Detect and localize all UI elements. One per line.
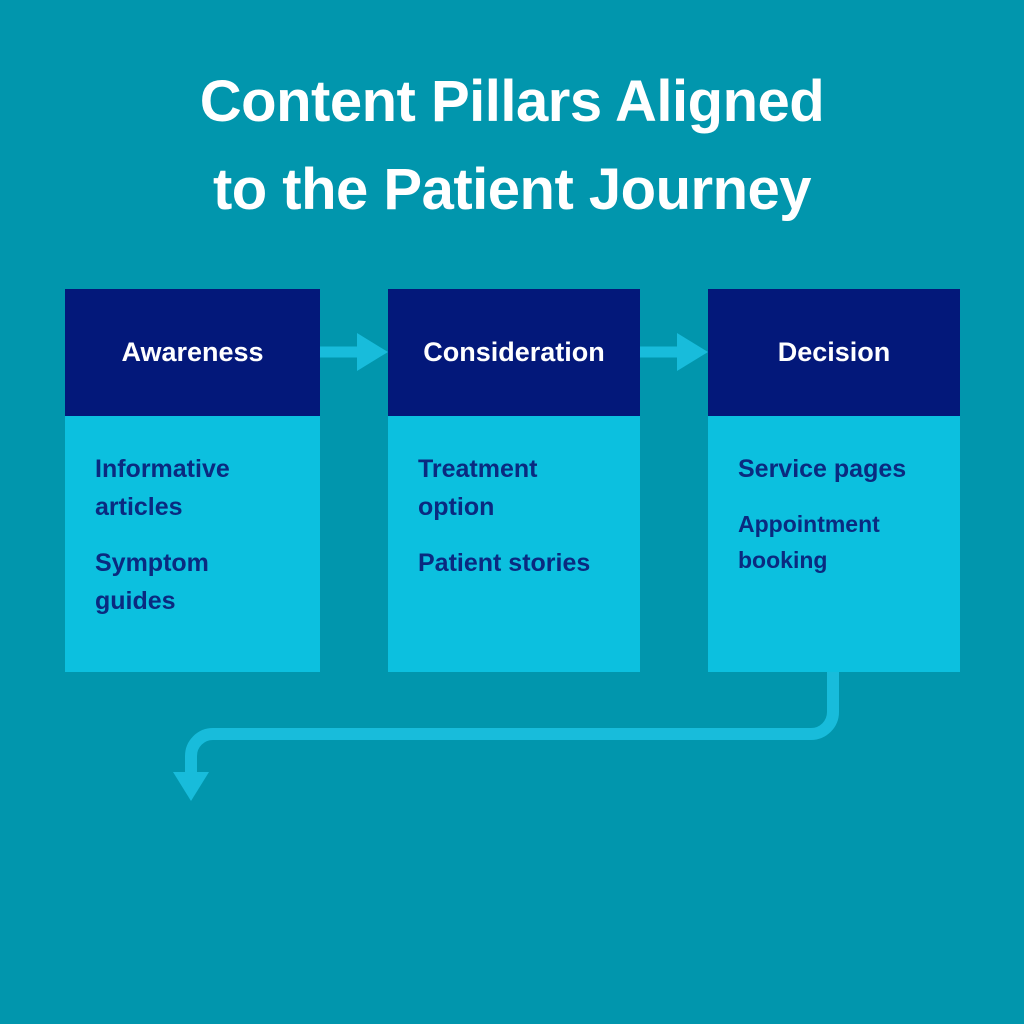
- column-header-awareness: Awareness: [65, 289, 320, 416]
- column-header-decision: Decision: [708, 289, 960, 416]
- column-body-awareness: Informative articles Symptom guides: [65, 416, 320, 672]
- column-header-label: Awareness: [121, 337, 264, 367]
- column-body-consideration: Treatment option Patient stories: [388, 416, 640, 672]
- column-item: Service pages: [738, 455, 907, 483]
- column-header-consideration: Consideration: [388, 289, 640, 416]
- column-item: Informative articles: [95, 455, 230, 521]
- column-body-decision: Service pages Appointment booking: [708, 416, 960, 672]
- arrow-down-icon: [173, 672, 839, 801]
- column-item: Treatment option: [418, 455, 538, 521]
- arrow-right-icon: [320, 333, 388, 371]
- column-item: Patient stories: [418, 549, 591, 577]
- column-header-label: Decision: [777, 337, 891, 367]
- column-consideration: Consideration Treatment option Patient s…: [388, 289, 640, 672]
- arrow-right-icon: [640, 333, 708, 371]
- column-item: Symptom guides: [95, 549, 209, 615]
- column-awareness: Awareness Informative articles Symptom g…: [65, 289, 320, 672]
- column-item: Appointment booking: [738, 511, 880, 573]
- column-decision: Decision Service pages Appointment booki…: [708, 289, 960, 672]
- page-title: Content Pillars Aligned to the Patient J…: [199, 69, 825, 222]
- column-header-label: Consideration: [423, 337, 605, 367]
